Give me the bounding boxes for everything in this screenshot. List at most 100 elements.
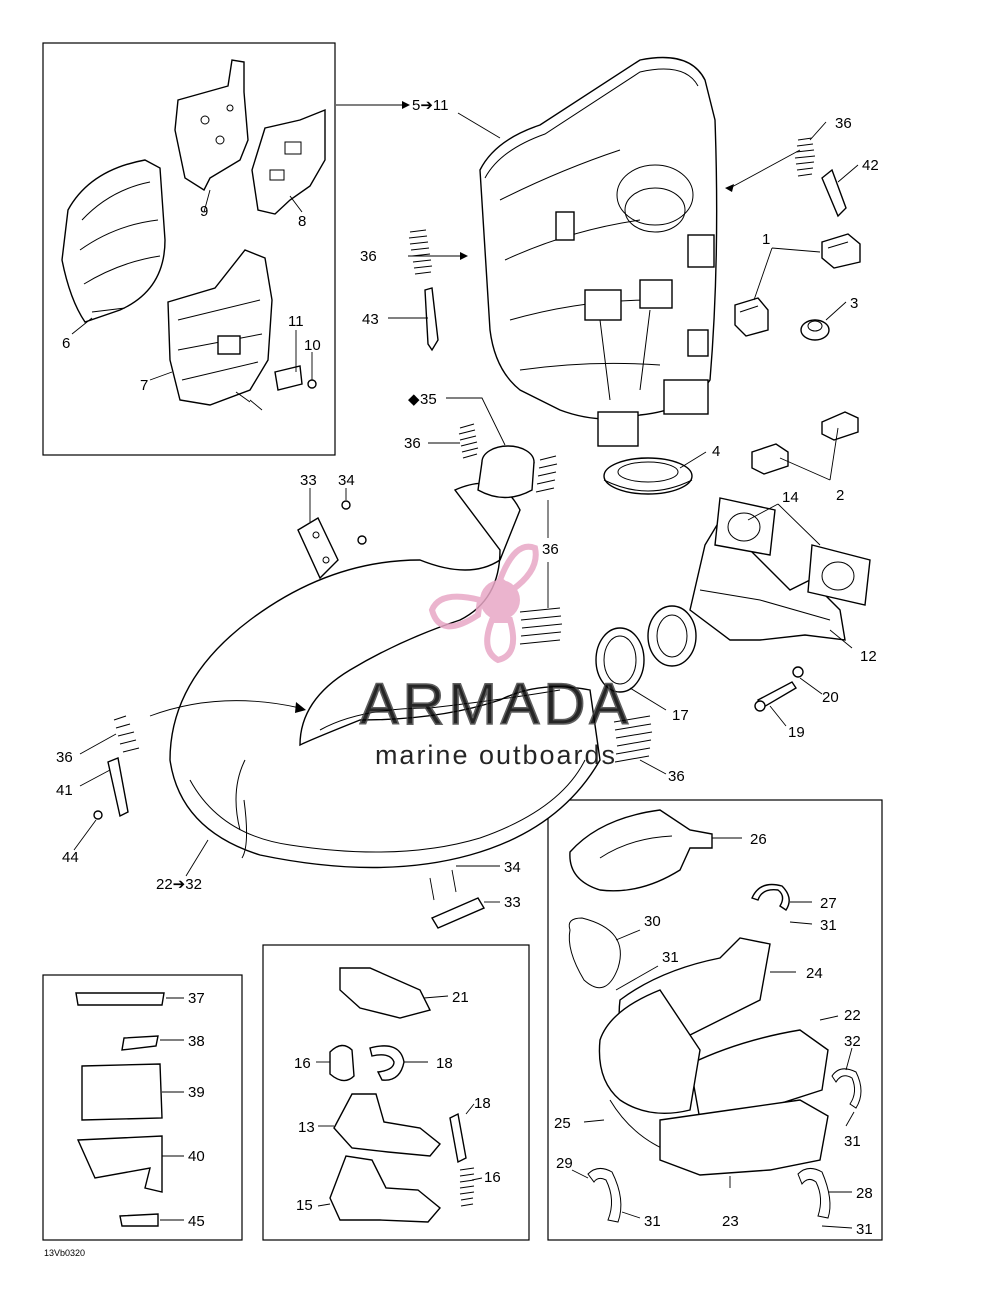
plate-11 bbox=[274, 365, 303, 391]
arrow-heads bbox=[295, 101, 734, 713]
box-insulation-strips bbox=[42, 974, 243, 1241]
clip-2-lower bbox=[751, 443, 789, 475]
clip-1-upper bbox=[821, 233, 861, 269]
coupler-17 bbox=[595, 627, 645, 693]
spring-36-middle bbox=[519, 455, 563, 645]
gasket-26 bbox=[569, 809, 713, 892]
watermark-logo-blade-2 bbox=[428, 593, 484, 630]
label-36: 36 bbox=[542, 541, 559, 558]
label-9: 9 bbox=[200, 203, 208, 220]
label-37: 37 bbox=[188, 990, 205, 1007]
watermark-tagline: marine outboards bbox=[375, 740, 617, 770]
pad-40 bbox=[76, 1135, 163, 1193]
outlet-sleeve-35 bbox=[477, 445, 535, 499]
pad-39 bbox=[81, 1063, 163, 1121]
clip-1-lower bbox=[734, 297, 769, 337]
clamp-30 bbox=[568, 917, 621, 989]
shield-13 bbox=[333, 1093, 441, 1157]
label-31: 31 bbox=[820, 917, 837, 934]
label-18: 18 bbox=[474, 1095, 491, 1112]
callout-labels: 5➔11 36 42 1 3 4 2 36 43 ◆ 35 36 33 34 3… bbox=[44, 97, 879, 1258]
heat-shield-6 bbox=[61, 159, 166, 323]
clamp-ring bbox=[647, 605, 697, 667]
clamp-29 bbox=[587, 1168, 622, 1223]
label-36: 36 bbox=[360, 248, 377, 265]
label-43: 43 bbox=[362, 311, 379, 328]
label-16: 16 bbox=[484, 1169, 501, 1186]
nut-44 bbox=[93, 810, 103, 820]
bolt-34-lower bbox=[429, 869, 457, 901]
label-10: 10 bbox=[304, 337, 321, 354]
shield-21 bbox=[339, 967, 432, 1019]
shield-15 bbox=[329, 1155, 441, 1223]
label-25: 25 bbox=[554, 1115, 571, 1132]
label-14: 14 bbox=[782, 489, 799, 506]
label-6: 6 bbox=[62, 335, 70, 352]
muffler bbox=[479, 56, 718, 447]
label-36: 36 bbox=[668, 768, 685, 785]
label-39: 39 bbox=[188, 1084, 205, 1101]
clip-18-upper bbox=[369, 1045, 405, 1081]
clip-42 bbox=[821, 168, 847, 218]
gasket-9 bbox=[174, 59, 249, 192]
spring-36-lower-left bbox=[113, 715, 140, 753]
label-4: 4 bbox=[712, 443, 720, 460]
bracket-33-upper bbox=[297, 517, 339, 580]
label-27: 27 bbox=[820, 895, 837, 912]
nut-10 bbox=[307, 379, 317, 389]
label-36: 36 bbox=[56, 749, 73, 766]
label-45: 45 bbox=[188, 1213, 205, 1230]
bolt-19 bbox=[754, 681, 797, 712]
clamp-27 bbox=[751, 883, 790, 911]
label-5-11: 5➔11 bbox=[412, 97, 448, 114]
label-32: 32 bbox=[844, 1033, 861, 1050]
label-34: 34 bbox=[504, 859, 521, 876]
bolt-34-upper bbox=[341, 500, 367, 545]
spring-36-left bbox=[408, 229, 433, 275]
label-35-drop: ◆ bbox=[408, 391, 420, 408]
label-1: 1 bbox=[762, 231, 770, 248]
label-13: 13 bbox=[298, 1119, 315, 1136]
pipe-25 bbox=[598, 989, 701, 1161]
label-19: 19 bbox=[788, 724, 805, 741]
label-20: 20 bbox=[822, 689, 839, 706]
label-35: 35 bbox=[420, 391, 437, 408]
label-41: 41 bbox=[56, 782, 73, 799]
rod-43 bbox=[424, 287, 439, 352]
clip-16-upper bbox=[329, 1044, 355, 1082]
label-3: 3 bbox=[850, 295, 858, 312]
spring-36-lower-right bbox=[613, 715, 653, 763]
label-17: 17 bbox=[672, 707, 689, 724]
label-31: 31 bbox=[844, 1133, 861, 1150]
label-31: 31 bbox=[644, 1213, 661, 1230]
grommet-3 bbox=[800, 319, 830, 341]
armada-watermark: ARMADA marine outboards bbox=[359, 543, 632, 770]
spring-36-outlet bbox=[458, 423, 479, 459]
label-16: 16 bbox=[294, 1055, 311, 1072]
gasket-8 bbox=[251, 108, 326, 215]
pipe-23 bbox=[659, 1099, 829, 1176]
label-18: 18 bbox=[436, 1055, 453, 1072]
screws-shield bbox=[235, 391, 263, 411]
watermark-name: ARMADA bbox=[360, 672, 632, 737]
watermark-logo-blade-3 bbox=[484, 617, 516, 664]
pipe-22 bbox=[689, 1029, 829, 1121]
box-exhaust-pipe-kit bbox=[547, 799, 883, 1241]
label-36: 36 bbox=[404, 435, 421, 452]
leader-lines bbox=[71, 104, 859, 1229]
label-34: 34 bbox=[338, 472, 355, 489]
box-heat-shields bbox=[42, 42, 336, 456]
rubber-ring-4 bbox=[603, 457, 693, 495]
clip-2-upper bbox=[821, 411, 859, 441]
label-21: 21 bbox=[452, 989, 469, 1006]
spring-16-lower bbox=[459, 1167, 475, 1207]
label-28: 28 bbox=[856, 1185, 873, 1202]
strip-37 bbox=[75, 992, 165, 1006]
label-7: 7 bbox=[140, 377, 148, 394]
spring-36-top-right bbox=[794, 137, 816, 177]
label-8: 8 bbox=[298, 213, 306, 230]
label-44: 44 bbox=[62, 849, 79, 866]
label-24: 24 bbox=[806, 965, 823, 982]
